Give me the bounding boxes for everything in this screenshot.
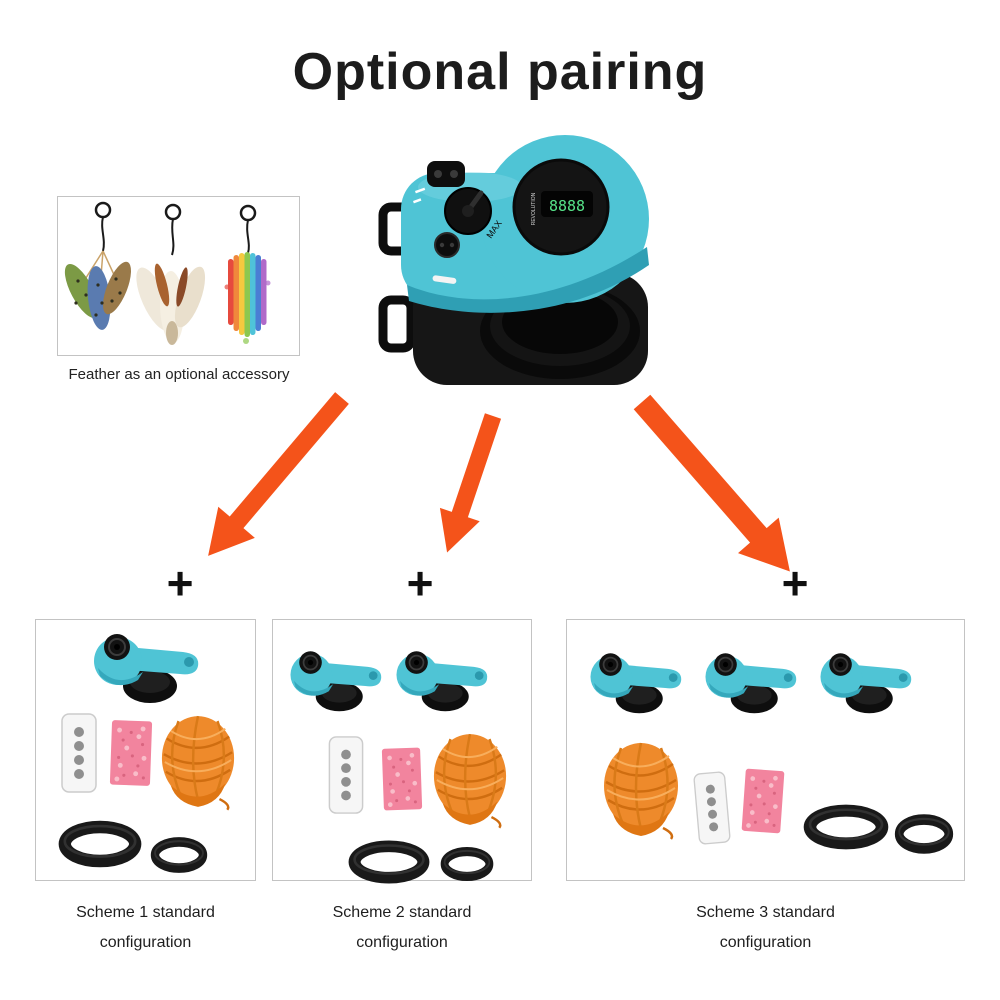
mini-machine-icon [815, 648, 920, 722]
power-switch-icon [427, 161, 465, 187]
mini-machine-icon [285, 646, 390, 720]
yarn-ball-icon [431, 730, 509, 830]
remote-control-icon [326, 735, 366, 815]
collar-ring-large-icon [346, 838, 432, 886]
label-marks [414, 187, 426, 194]
speed-knob-icon [444, 187, 492, 235]
scheme-3-caption-line1: Scheme 3 standard [696, 904, 835, 921]
feather-box [57, 196, 300, 356]
scheme-3-box [566, 619, 965, 881]
collar-ring-large-icon [56, 818, 144, 870]
scheme-2-caption: Scheme 2 standard configuration [272, 898, 532, 958]
collar-ring-small-icon [893, 812, 955, 856]
scheme-1-caption: Scheme 1 standard configuration [35, 898, 256, 958]
mini-machine-icon [88, 628, 208, 713]
feather-toy-spotted [64, 201, 131, 330]
scheme-2-caption-line2: configuration [356, 934, 448, 951]
scheme-2-caption-line1: Scheme 2 standard [332, 904, 472, 921]
tape-icon [108, 717, 154, 788]
arrow-left-icon [208, 392, 349, 556]
yarn-ball-icon [601, 740, 681, 840]
remote-control-icon [691, 767, 734, 850]
page-title: Optional pairing [292, 43, 708, 101]
plus-symbol-3: + [781, 557, 809, 609]
arrow-middle-icon [439, 413, 502, 553]
display-digits: 8888 [549, 197, 585, 215]
feather-toy-white [136, 203, 206, 345]
plus-symbol-2: + [406, 557, 434, 609]
mini-machine-icon [585, 648, 690, 722]
remote-control-icon [59, 712, 99, 794]
scheme-1-caption-line1: Scheme 1 standard [76, 904, 215, 921]
scheme-3-caption-line2: configuration [719, 934, 812, 951]
tape-icon [380, 744, 424, 813]
indicator-slot [432, 275, 457, 284]
feather-caption: Feather as an optional accessory [68, 366, 290, 383]
yarn-ball-icon [159, 712, 237, 812]
mini-machine-icon [391, 646, 496, 720]
feather-toys-image [64, 201, 271, 345]
connector-icon [434, 232, 460, 258]
revolution-display: 8888 REVOLUTION [512, 158, 610, 256]
scheme-1-box [35, 619, 256, 881]
collar-ring-small-icon [439, 845, 495, 883]
collar-ring-small-icon [149, 835, 209, 875]
tape-icon [739, 767, 787, 836]
plus-symbol-1: + [166, 557, 194, 609]
label-marks [413, 198, 422, 204]
feather-toy-rainbow [224, 204, 271, 344]
mini-machine-icon [700, 648, 805, 722]
scheme-2-box [272, 619, 532, 881]
collar-ring-large-icon [801, 802, 891, 852]
display-label: REVOLUTION [531, 192, 537, 225]
main-device-image: MAX 8888 REVOLUTION [378, 135, 649, 385]
scheme-1-caption-line2: configuration [99, 934, 192, 951]
scheme-3-caption: Scheme 3 standard configuration [566, 898, 965, 958]
